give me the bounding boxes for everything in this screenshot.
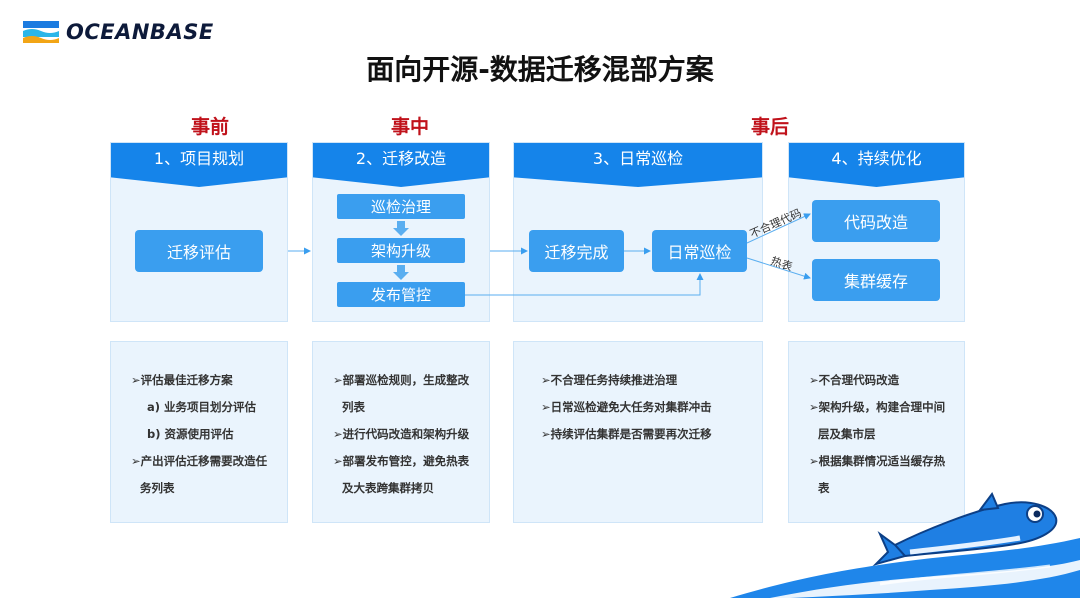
detail-4-line-2: ➢架构升级，构建合理中间	[809, 400, 946, 414]
box-cluster-cache: 集群缓存	[812, 259, 940, 301]
box-release-control: 发布管控	[337, 282, 465, 307]
logo-mark-icon	[23, 21, 59, 43]
wave-mascot-decoration	[730, 492, 1080, 598]
edge-label-hot-table: 热表	[769, 254, 794, 274]
detail-panel-2: ➢部署巡检规则，生成整改 列表 ➢进行代码改造和架构升级 ➢部署发布管控，避免热…	[312, 341, 490, 523]
brand-logo: OCEANBASE	[22, 18, 214, 46]
detail-4-line-1: ➢不合理代码改造	[809, 373, 900, 387]
detail-2-line-2: 列表	[342, 400, 365, 414]
column-4-header: 4、持续优化	[789, 143, 964, 187]
detail-panel-3: ➢不合理任务持续推进治理 ➢日常巡检避免大任务对集群冲击 ➢持续评估集群是否需要…	[513, 341, 763, 523]
phase-before: 事前	[190, 116, 229, 138]
detail-2-line-3: ➢进行代码改造和架构升级	[333, 427, 470, 441]
phase-during: 事中	[390, 116, 429, 138]
brand-name: OCEANBASE	[66, 20, 214, 44]
arrow-release-to-inspection	[465, 273, 704, 296]
detail-2-line-1: ➢部署巡检规则，生成整改	[333, 373, 470, 387]
edge-label-unreasonable-code: 不合理代码	[748, 206, 804, 241]
box-daily-inspection: 日常巡检	[652, 230, 747, 272]
detail-4-line-3: 层及集市层	[818, 427, 876, 441]
detail-3-line-1: ➢不合理任务持续推进治理	[541, 373, 678, 387]
down-arrow-1	[393, 221, 409, 236]
box-migration-complete: 迁移完成	[529, 230, 624, 272]
box-migration-assessment: 迁移评估	[135, 230, 263, 272]
detail-2-line-4: ➢部署发布管控，避免热表	[333, 454, 470, 468]
detail-3-line-3: ➢持续评估集群是否需要再次迁移	[541, 427, 712, 441]
detail-1-line-1: ➢评估最佳迁移方案	[131, 373, 233, 387]
detail-3-line-2: ➢日常巡检避免大任务对集群冲击	[541, 400, 712, 414]
phase-after: 事后	[750, 116, 789, 138]
detail-4-line-5: 表	[818, 481, 830, 495]
arrow-to-cluster-cache	[746, 257, 811, 280]
detail-1-line-5: 务列表	[140, 481, 175, 495]
detail-1-line-4: ➢产出评估迁移需要改造任	[131, 454, 268, 468]
detail-panel-4: ➢不合理代码改造 ➢架构升级，构建合理中间 层及集市层 ➢根据集群情况适当缓存热…	[788, 341, 965, 523]
down-arrow-2	[393, 265, 409, 280]
detail-1-line-2: a) 业务项目划分评估	[147, 400, 257, 414]
column-3-header: 3、日常巡检	[514, 143, 762, 187]
detail-4-line-4: ➢根据集群情况适当缓存热	[809, 454, 946, 468]
fish-icon	[872, 492, 1058, 566]
box-code-refactor: 代码改造	[812, 200, 940, 242]
column-2-header: 2、迁移改造	[313, 143, 489, 187]
detail-panel-1: ➢评估最佳迁移方案 a) 业务项目划分评估 b) 资源使用评估 ➢产出评估迁移需…	[110, 341, 288, 523]
column-1-header: 1、项目规划	[111, 143, 287, 187]
arrow-to-code-refactor	[746, 213, 811, 244]
page-title: 面向开源-数据迁移混部方案	[366, 53, 714, 86]
box-inspection-governance: 巡检治理	[337, 194, 465, 219]
box-architecture-upgrade: 架构升级	[337, 238, 465, 263]
detail-1-line-3: b) 资源使用评估	[147, 427, 234, 441]
detail-2-line-5: 及大表跨集群拷贝	[342, 481, 434, 495]
